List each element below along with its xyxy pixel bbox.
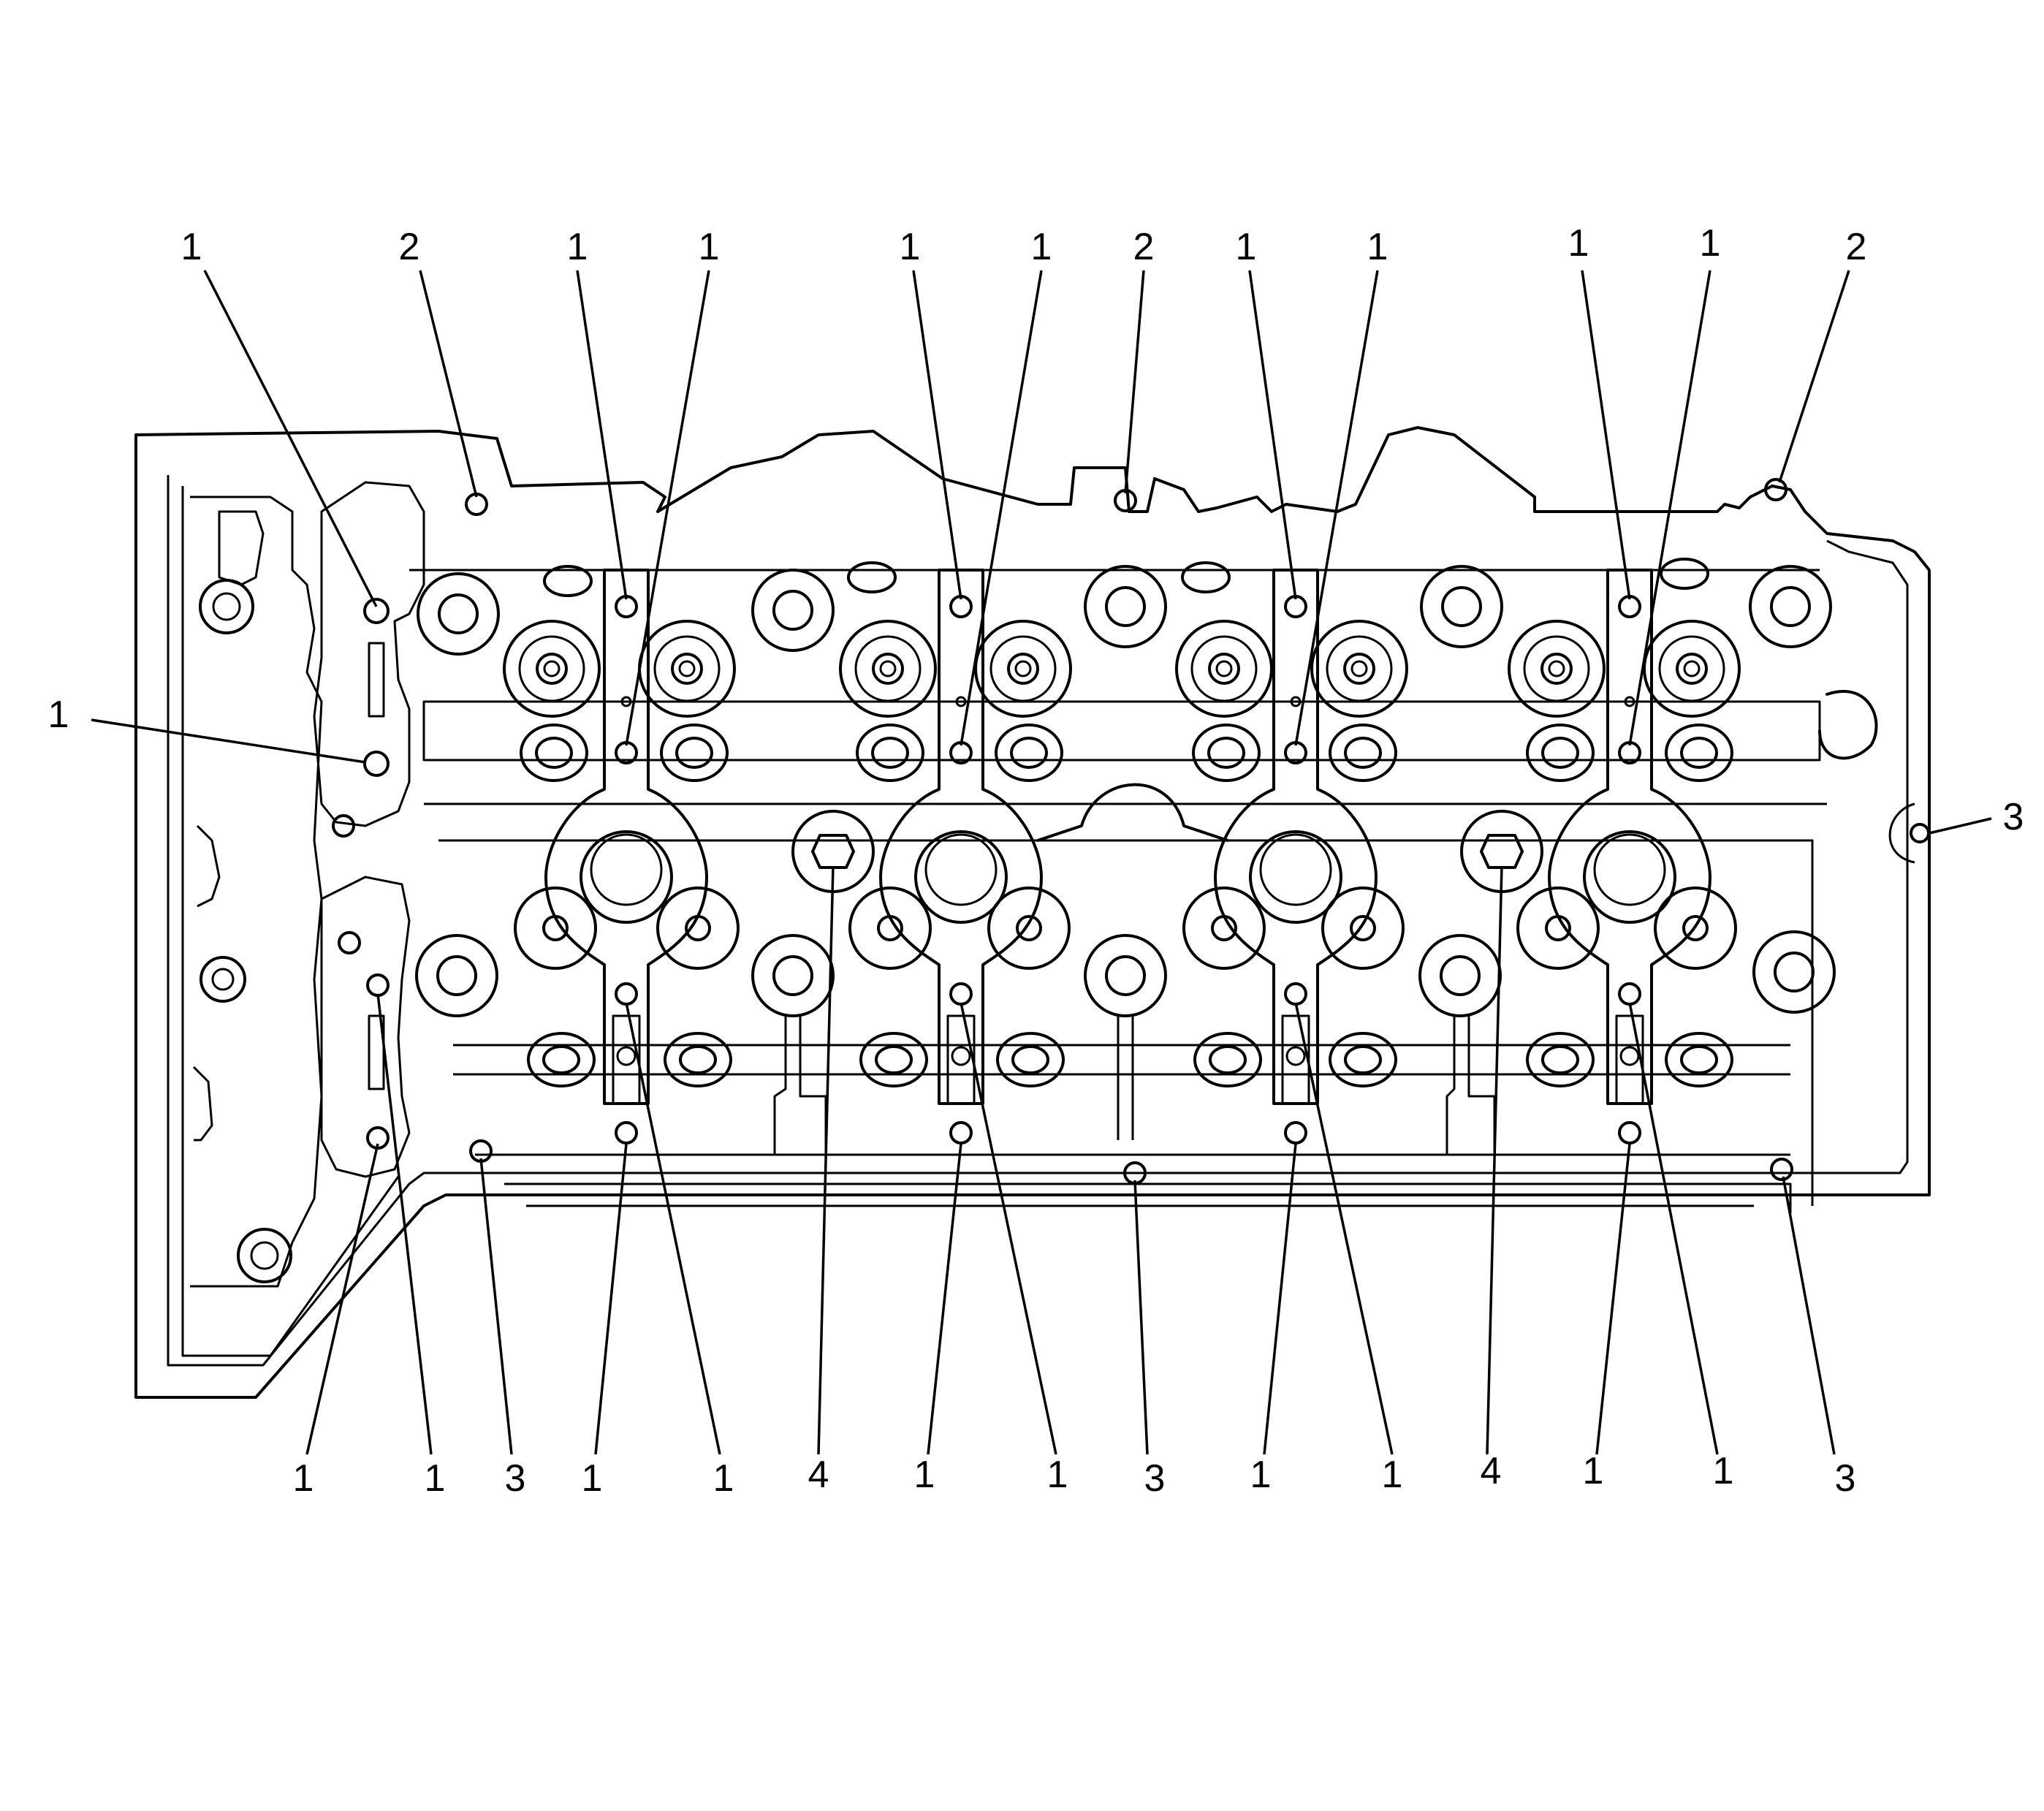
callout-label: 1 bbox=[914, 1454, 935, 1496]
upper-bosses bbox=[417, 558, 1878, 760]
callout-label: 1 bbox=[1236, 226, 1257, 268]
upper-rail-bosses bbox=[520, 724, 1733, 782]
lower-journals bbox=[514, 886, 1737, 970]
callout-label: 3 bbox=[1144, 1457, 1166, 1500]
callouts-bottom: 1 1 3 1 1 4 1 1 3 1 1 4 1 1 3 bbox=[293, 1450, 1856, 1500]
lower-rail-bosses bbox=[527, 1032, 1733, 1087]
callout-label: 1 bbox=[1713, 1450, 1734, 1492]
callout-label: 1 bbox=[1367, 226, 1388, 268]
callout-label: 1 bbox=[425, 1457, 446, 1500]
lower-bosses bbox=[415, 930, 1836, 1155]
callout-label: 1 bbox=[900, 226, 921, 268]
callout-label: 2 bbox=[1846, 226, 1867, 268]
lower-rail bbox=[453, 1044, 1792, 1213]
callout-label-right: 3 bbox=[2003, 796, 2024, 838]
callout-label: 1 bbox=[1568, 222, 1589, 265]
callouts-side: 1 3 bbox=[48, 694, 2024, 838]
cylinder-head-outline bbox=[134, 426, 1931, 1399]
callout-label: 1 bbox=[582, 1457, 603, 1500]
callout-label: 1 bbox=[1047, 1454, 1068, 1496]
callout-label: 2 bbox=[1133, 226, 1155, 268]
callout-label: 3 bbox=[1835, 1457, 1856, 1500]
hex-plugs bbox=[791, 810, 1543, 893]
callout-label-left: 1 bbox=[48, 694, 69, 736]
callout-label: 1 bbox=[567, 226, 588, 268]
callout-label: 1 bbox=[1031, 226, 1052, 268]
callouts-top: 1 2 1 1 1 1 2 1 1 1 1 2 bbox=[181, 222, 1867, 268]
callout-label: 1 bbox=[181, 226, 202, 268]
callout-label: 1 bbox=[1700, 222, 1721, 265]
leader-lines bbox=[91, 270, 1992, 1455]
bearing-caps bbox=[544, 569, 1711, 1144]
callout-label: 1 bbox=[293, 1457, 314, 1500]
callout-label: 4 bbox=[1481, 1450, 1502, 1492]
camshaft-journals-top bbox=[503, 620, 1741, 718]
callout-label: 1 bbox=[713, 1457, 734, 1500]
callout-label: 3 bbox=[505, 1457, 526, 1500]
callout-label: 4 bbox=[808, 1454, 829, 1496]
callout-label: 1 bbox=[1250, 1454, 1272, 1496]
callout-label: 2 bbox=[399, 226, 420, 268]
callout-label: 1 bbox=[1583, 1450, 1604, 1492]
callout-label: 1 bbox=[699, 226, 720, 268]
callout-label: 1 bbox=[1382, 1454, 1403, 1496]
left-end-structure bbox=[190, 481, 425, 1288]
